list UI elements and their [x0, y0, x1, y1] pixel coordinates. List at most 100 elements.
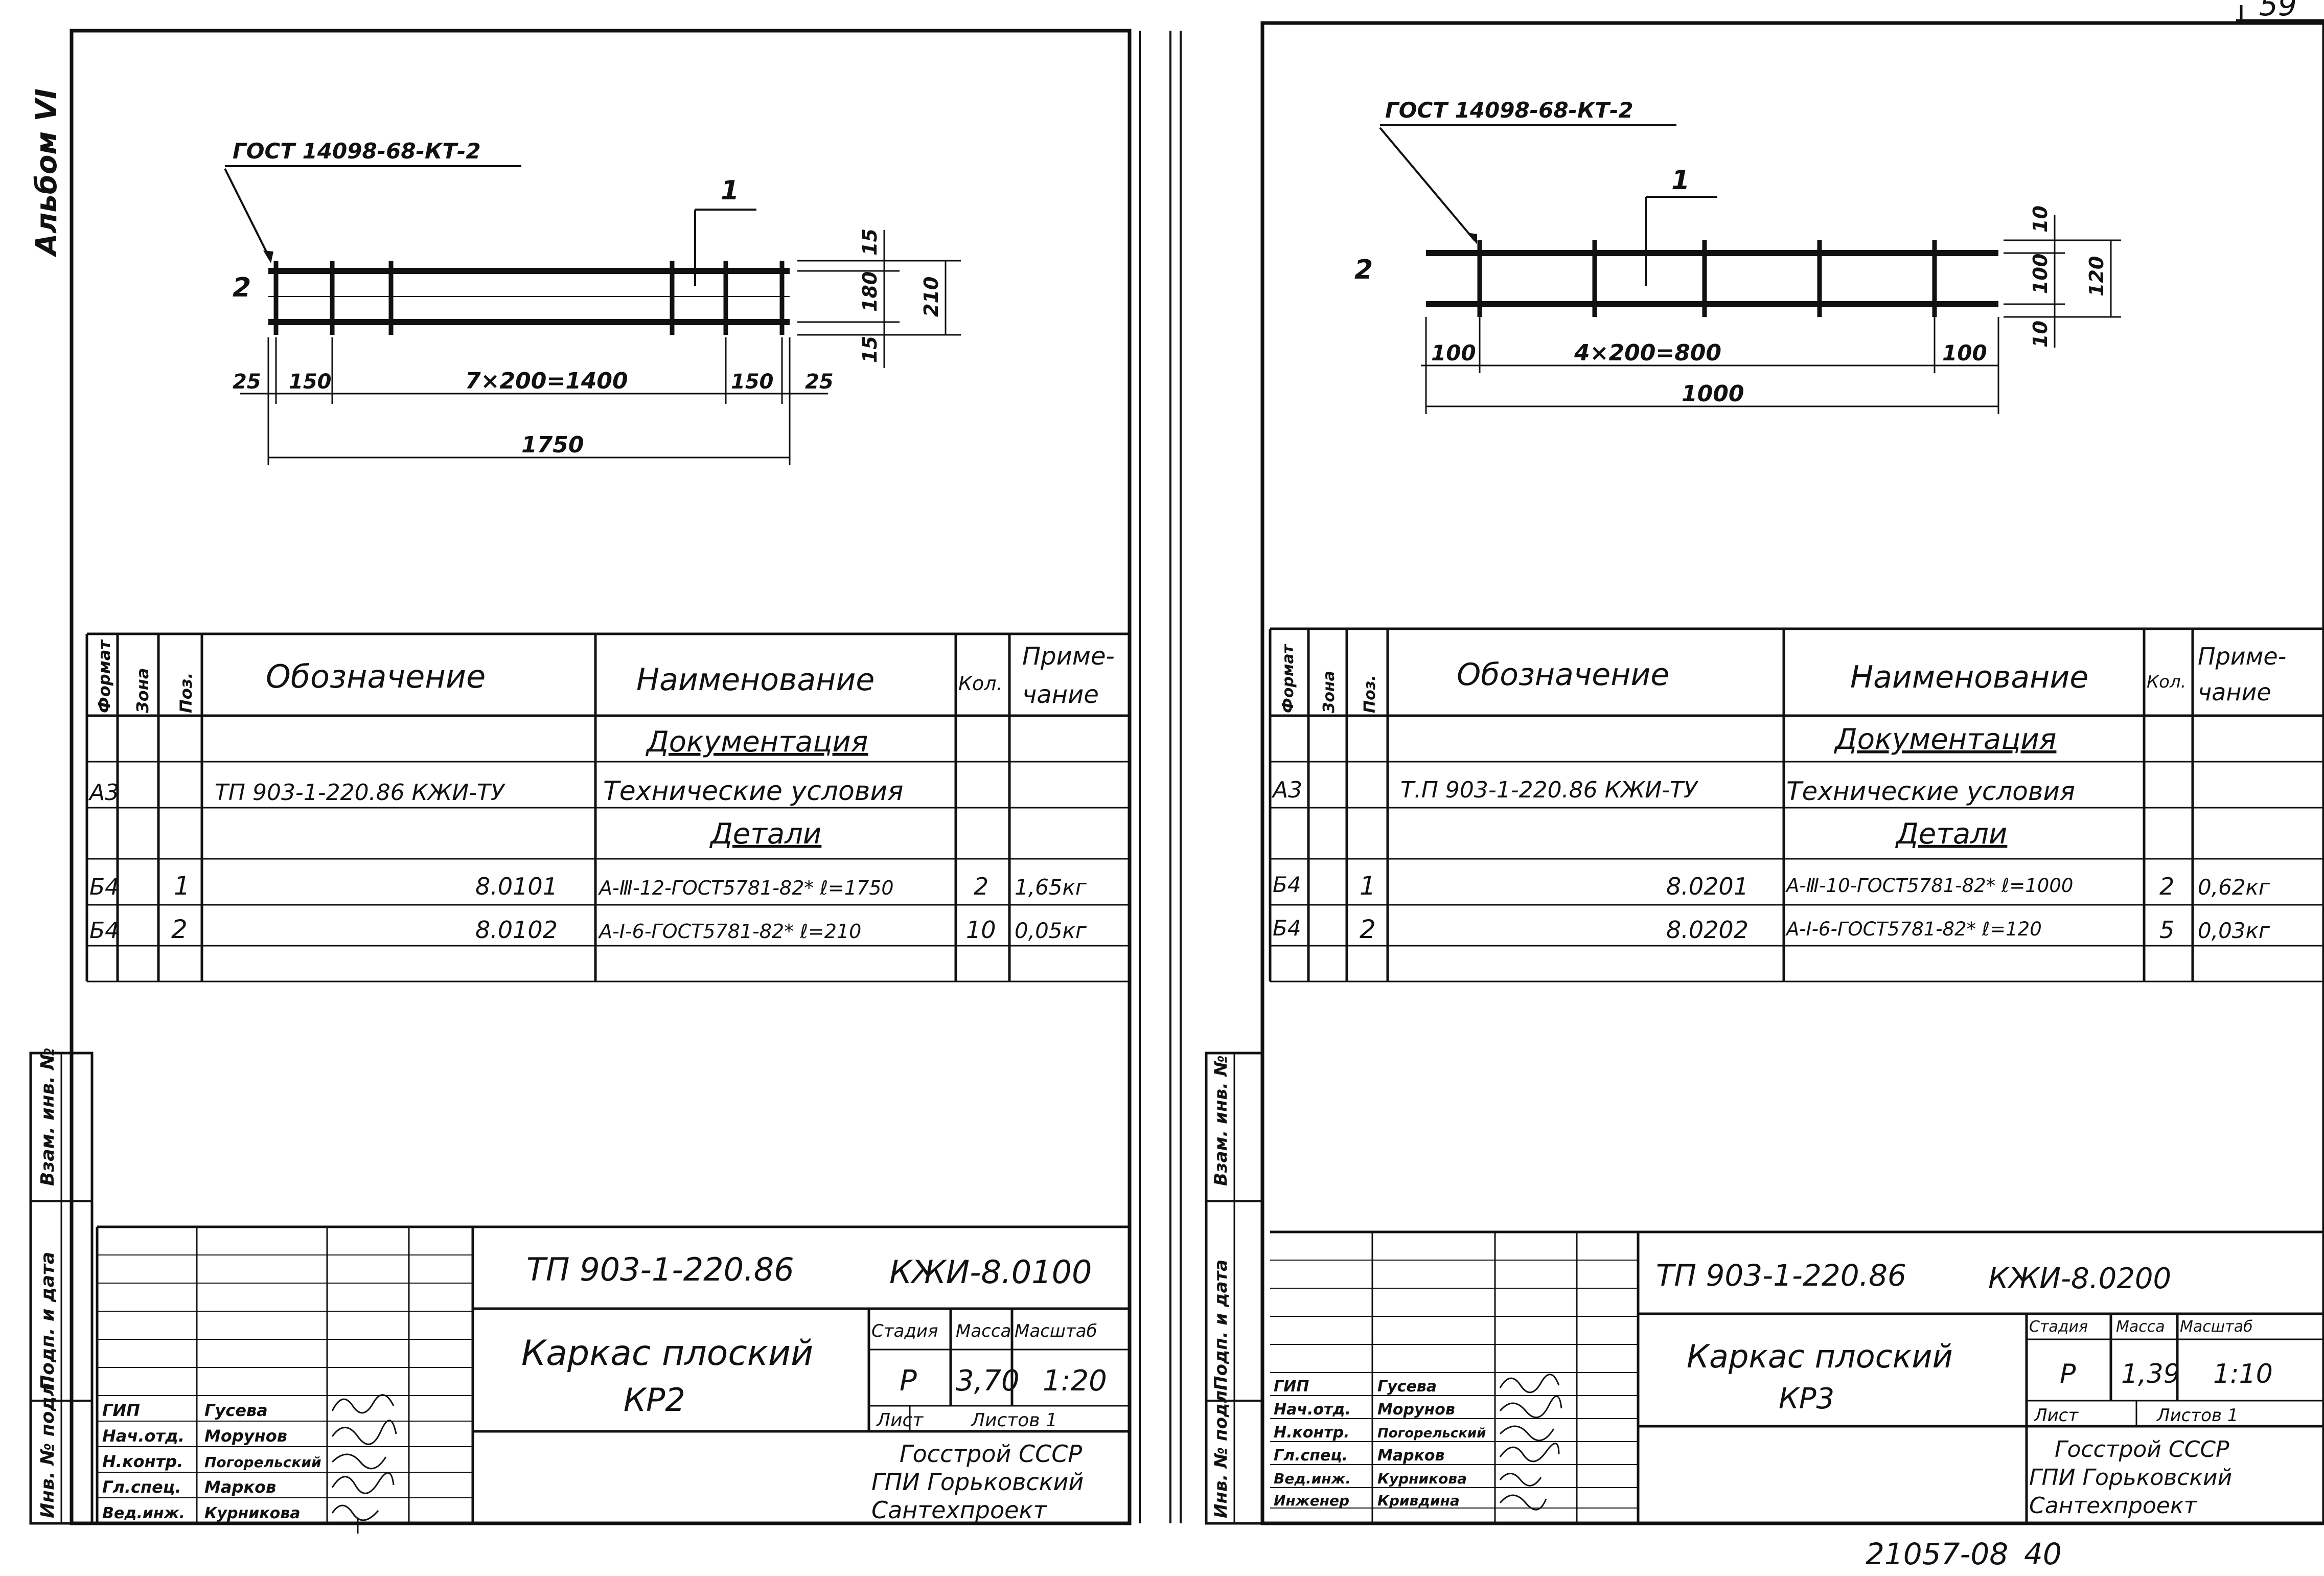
right-person-role-2: Н.контр. — [1274, 1424, 1349, 1442]
page-number: 59 — [2259, 0, 2297, 22]
right-row-1-format: Б4 — [1273, 872, 1301, 897]
footer-code: 21057-08 — [1866, 1537, 2008, 1571]
right-person-role-4: Вед.инж. — [1274, 1470, 1351, 1487]
right-stamp-inv: Инв. № подл. — [1211, 1384, 1231, 1518]
left-hdr-qty: Кол. — [958, 672, 1003, 695]
right-frame-drawing: ГОСТ 14098-68-КТ-2 1 2 1 — [1354, 98, 2121, 414]
left-hdr-pos: Поз. — [176, 672, 196, 713]
left-tb-scale: 1:20 — [1043, 1364, 1107, 1398]
left-person-name-1: Морунов — [204, 1426, 287, 1446]
right-vdim-4: 120 — [2085, 256, 2108, 296]
right-tb-stage: Р — [2060, 1359, 2076, 1389]
left-person-role-1: Нач.отд. — [102, 1426, 185, 1446]
left-person-name-4: Курникова — [204, 1504, 301, 1522]
left-hdr-note-1: Приме- — [1022, 642, 1115, 671]
right-person-name-4: Курникова — [1377, 1470, 1467, 1487]
left-row-1-qty: 2 — [974, 873, 988, 900]
right-dim-3: 100 — [1942, 340, 1987, 366]
left-tb-stage-label: Стадия — [871, 1321, 938, 1341]
right-row-2-designation: 8.0202 — [1666, 916, 1748, 944]
left-tb-org-2: ГПИ Горьковский — [871, 1468, 1084, 1496]
left-person-name-3: Марков — [204, 1477, 276, 1497]
left-row-2-designation: 8.0102 — [475, 916, 558, 944]
right-tb-sheet-label: Лист — [2033, 1405, 2079, 1426]
left-signatures — [331, 1394, 397, 1534]
right-person-name-2: Погорельский — [1377, 1426, 1486, 1441]
right-row-2-qty: 5 — [2159, 916, 2174, 944]
right-pos2-label: 2 — [1354, 255, 1373, 285]
left-dim-3: 7×200=1400 — [465, 368, 628, 394]
left-section-docs: Документация — [645, 725, 868, 759]
left-dim-5: 25 — [805, 370, 834, 394]
left-frame-drawing: ГОСТ 14098-68-КТ-2 1 2 — [224, 139, 961, 465]
left-person-role-4: Вед.инж. — [102, 1504, 185, 1522]
left-stamp-sign: Подп. и дата — [37, 1252, 58, 1390]
left-tb-org-3: Сантехпроект — [871, 1496, 1047, 1524]
right-row-2-note: 0,03кг — [2198, 918, 2270, 943]
left-pos1-label: 1 — [721, 175, 739, 206]
left-tb-title: Каркас плоский — [521, 1333, 813, 1374]
left-vdim-1: 15 — [859, 229, 881, 256]
right-row-1-pos: 1 — [1360, 871, 1376, 901]
left-row-2-qty: 10 — [966, 916, 996, 944]
left-stamp-inv: Инв. № подл. — [37, 1376, 58, 1518]
right-person-name-5: Кривдина — [1377, 1492, 1460, 1509]
left-tb-sheet-label: Лист — [876, 1410, 924, 1431]
left-tb-stage: Р — [900, 1364, 917, 1398]
left-row-0-format: А3 — [88, 780, 119, 806]
left-title-block: ТП 903-1-220.86 КЖИ-8.0100 Каркас плоски… — [96, 1225, 1130, 1534]
left-row-1-pos: 1 — [174, 871, 190, 901]
left-vdim-3: 15 — [859, 336, 881, 363]
left-side-stamp: Инв. № подл. Подп. и дата Взам. инв. № — [29, 1047, 94, 1525]
left-hdr-zone: Зона — [133, 668, 152, 714]
right-row-1-name: А-Ⅲ-10-ГОСТ5781-82* ℓ=1000 — [1785, 875, 2073, 897]
left-tb-subtitle: КР2 — [624, 1381, 685, 1419]
footer-page: 40 — [2024, 1537, 2062, 1571]
left-row-0-designation: ТП 903-1-220.86 КЖИ-ТУ — [215, 780, 506, 806]
left-section-parts: Детали — [709, 817, 821, 851]
left-tb-org-1: Госстрой СССР — [900, 1440, 1082, 1468]
right-tb-title: Каркас плоский — [1687, 1338, 1953, 1375]
right-gost-label: ГОСТ 14098-68-КТ-2 — [1385, 98, 1633, 123]
right-person-role-1: Нач.отд. — [1274, 1401, 1351, 1419]
right-tb-scale-label: Масштаб — [2180, 1318, 2253, 1336]
right-dim-total: 1000 — [1682, 381, 1744, 407]
right-row-1-qty: 2 — [2159, 873, 2174, 900]
right-tb-scale: 1:10 — [2213, 1359, 2273, 1389]
left-vdim-2: 180 — [859, 271, 881, 312]
left-tb-code: КЖИ-8.0100 — [889, 1253, 1092, 1291]
right-tb-org-1: Госстрой СССР — [2055, 1436, 2229, 1463]
left-person-name-0: Гусева — [204, 1401, 268, 1420]
left-stamp-vzam: Взам. инв. № — [37, 1047, 58, 1186]
right-stamp-sign: Подп. и дата — [1211, 1260, 1231, 1390]
right-hdr-zone: Зона — [1320, 671, 1338, 714]
right-row-2-format: Б4 — [1273, 916, 1301, 941]
right-section-docs: Документация — [1833, 723, 2056, 756]
right-person-name-3: Марков — [1377, 1447, 1445, 1465]
left-dim-4: 150 — [731, 370, 774, 394]
right-row-0-name: Технические условия — [1786, 776, 2075, 806]
left-sheet: Инв. № подл. Подп. и дата Взам. инв. № Г… — [29, 29, 1141, 1534]
right-hdr-designation: Обозначение — [1457, 657, 1669, 693]
left-person-role-0: ГИП — [102, 1401, 140, 1420]
right-spec-table: Формат Зона Поз. Обозначение Наименовани… — [1269, 627, 2324, 983]
left-vdim-4: 210 — [920, 277, 942, 317]
left-row-1-designation: 8.0101 — [475, 873, 558, 900]
right-stamp-vzam: Взам. инв. № — [1211, 1055, 1231, 1186]
right-tb-mass-label: Масса — [2116, 1318, 2165, 1336]
right-person-name-1: Морунов — [1377, 1401, 1455, 1419]
right-row-2-name: А-Ⅰ-6-ГОСТ5781-82* ℓ=120 — [1785, 918, 2042, 940]
right-sheet: Инв. № подл. Подп. и дата Взам. инв. № Г… — [1169, 21, 2324, 1525]
left-dim-2: 150 — [289, 370, 332, 394]
right-signatures — [1499, 1374, 1562, 1511]
album-label: Альбом VI — [30, 88, 63, 258]
right-hdr-note-1: Приме- — [2198, 643, 2286, 670]
right-tb-code: КЖИ-8.0200 — [1988, 1262, 2171, 1295]
right-row-0-designation: Т.П 903-1-220.86 КЖИ-ТУ — [1400, 777, 1699, 803]
right-tb-sheets-label: Листов 1 — [2156, 1405, 2238, 1426]
right-dim-1: 100 — [1431, 340, 1476, 366]
right-tb-stage-label: Стадия — [2029, 1318, 2088, 1336]
right-hdr-note-2: чание — [2198, 678, 2271, 706]
left-gost-label: ГОСТ 14098-68-КТ-2 — [233, 139, 481, 164]
